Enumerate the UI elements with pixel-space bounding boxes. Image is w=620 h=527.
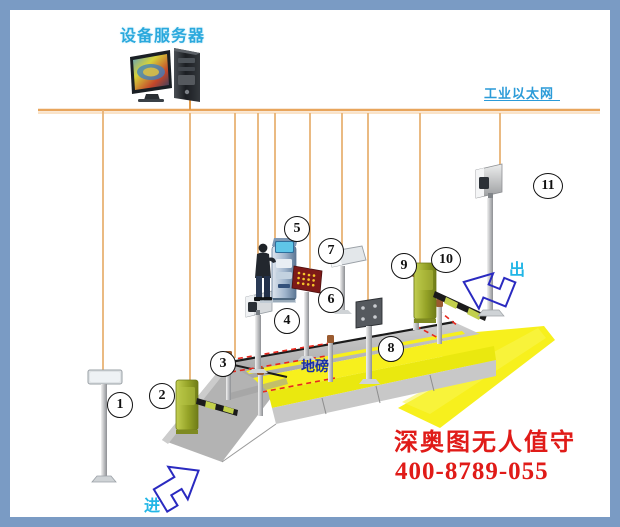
ethernet-label: 工业以太网 <box>484 86 555 101</box>
callout-5-self-service-weighing-kiosk[interactable]: 5 <box>284 216 310 242</box>
callout-4-license-plate-camera[interactable]: 4 <box>274 308 300 334</box>
device-8-card-reader-panel <box>355 297 383 384</box>
callout-6-led-matrix-display[interactable]: 6 <box>318 287 344 313</box>
industrial-ethernet-bus <box>38 92 600 382</box>
contact-phone: 400-8789-055 <box>395 458 549 485</box>
person-figure <box>254 243 276 301</box>
server-label: 设备服务器 <box>120 28 206 45</box>
callout-10-exit-barrier-gate[interactable]: 10 <box>431 247 461 273</box>
device-10-exit-barrier-gate <box>413 262 487 323</box>
callout-11-exit-surveillance-camera[interactable]: 11 <box>533 173 563 199</box>
callout-1-led-traffic-sign-pole[interactable]: 1 <box>107 392 133 418</box>
callout-8-card-reader-panel[interactable]: 8 <box>378 336 404 362</box>
device-server-computer <box>130 48 200 102</box>
callout-2-entry-barrier-gate[interactable]: 2 <box>149 383 175 409</box>
device-5-self-service-kiosk <box>254 238 298 303</box>
entry-direction-arrow <box>152 465 200 514</box>
company-name: 深奥图无人值守 <box>394 429 576 456</box>
diagram-canvas: 设备服务器 工业以太网 地磅 进 出 深奥图无人值守 400-8789-055 … <box>10 10 610 517</box>
device-6-led-matrix-display <box>291 265 323 360</box>
exit-direction-arrow <box>462 271 517 311</box>
device-1-led-sign-pole <box>87 369 123 483</box>
callout-9-exit-infrared-sensor[interactable]: 9 <box>391 253 417 279</box>
exit-label: 出 <box>509 262 526 279</box>
callout-7-voice-speaker-horn[interactable]: 7 <box>318 238 344 264</box>
entry-label: 进 <box>144 498 161 515</box>
device-11-exit-surveillance-camera <box>475 163 505 317</box>
ethernet-label-underline <box>484 100 560 101</box>
device-2-entry-barrier-gate <box>175 379 238 434</box>
weighbridge-system-diagram <box>38 48 600 514</box>
callout-3-infrared-vehicle-separation-sensor[interactable]: 3 <box>210 351 236 377</box>
weighbridge-label: 地磅 <box>301 358 329 374</box>
